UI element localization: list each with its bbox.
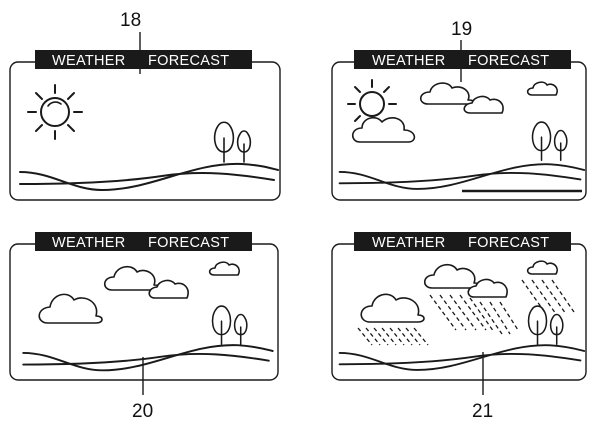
panel-partly-cloudy: WEATHER FORECAST 19 — [332, 19, 586, 200]
panel-frame — [10, 62, 280, 200]
banner-title-left: WEATHER — [52, 53, 126, 69]
panel-sunny: WEATHER FORECAST 18 — [10, 10, 280, 200]
banner-title-left: WEATHER — [372, 235, 446, 251]
panel-rain: WEATHER FORECAST 21 — [332, 232, 586, 422]
banner-title-right: FORECAST — [468, 235, 549, 251]
banner-title-right: FORECAST — [148, 235, 229, 251]
banner-title-left: WEATHER — [372, 53, 446, 69]
panel-cloudy: WEATHER FORECAST 20 — [10, 232, 278, 422]
banner-title-right: FORECAST — [468, 53, 549, 69]
callout-number: 21 — [472, 401, 493, 422]
callout-number: 18 — [120, 10, 141, 31]
banner-title-left: WEATHER — [52, 235, 126, 251]
callout-number: 20 — [132, 401, 153, 422]
banner-title-right: FORECAST — [148, 53, 229, 69]
callout-number: 19 — [451, 19, 472, 40]
